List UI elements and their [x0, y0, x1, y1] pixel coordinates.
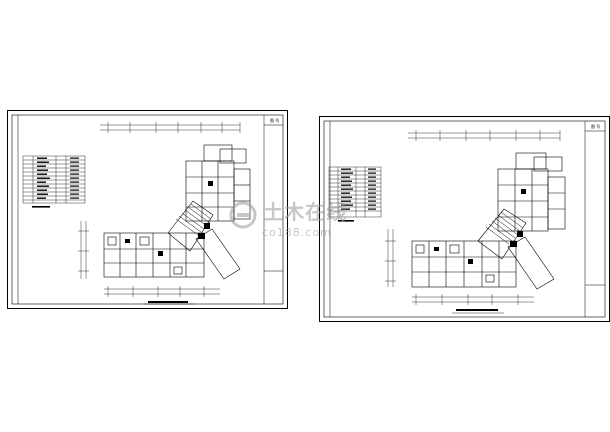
- watermark-text: 土木在线: [263, 200, 348, 224]
- legend-table-left: [22, 155, 86, 204]
- drawing-sheet-right: 图 号: [319, 116, 610, 322]
- legend-table-right: [328, 166, 382, 218]
- drawing-sheet-left: 图 号: [7, 110, 288, 309]
- watermark-emblem-icon: [229, 201, 257, 228]
- floor-plan-drawing-left: 图 号: [11, 114, 284, 305]
- watermark-logo: 土木在线: [228, 196, 347, 230]
- svg-text:图 号: 图 号: [591, 123, 600, 129]
- svg-text:图 号: 图 号: [270, 117, 279, 123]
- watermark-url: co188.com: [262, 226, 332, 239]
- floor-plan-drawing-right: 图 号: [323, 120, 606, 318]
